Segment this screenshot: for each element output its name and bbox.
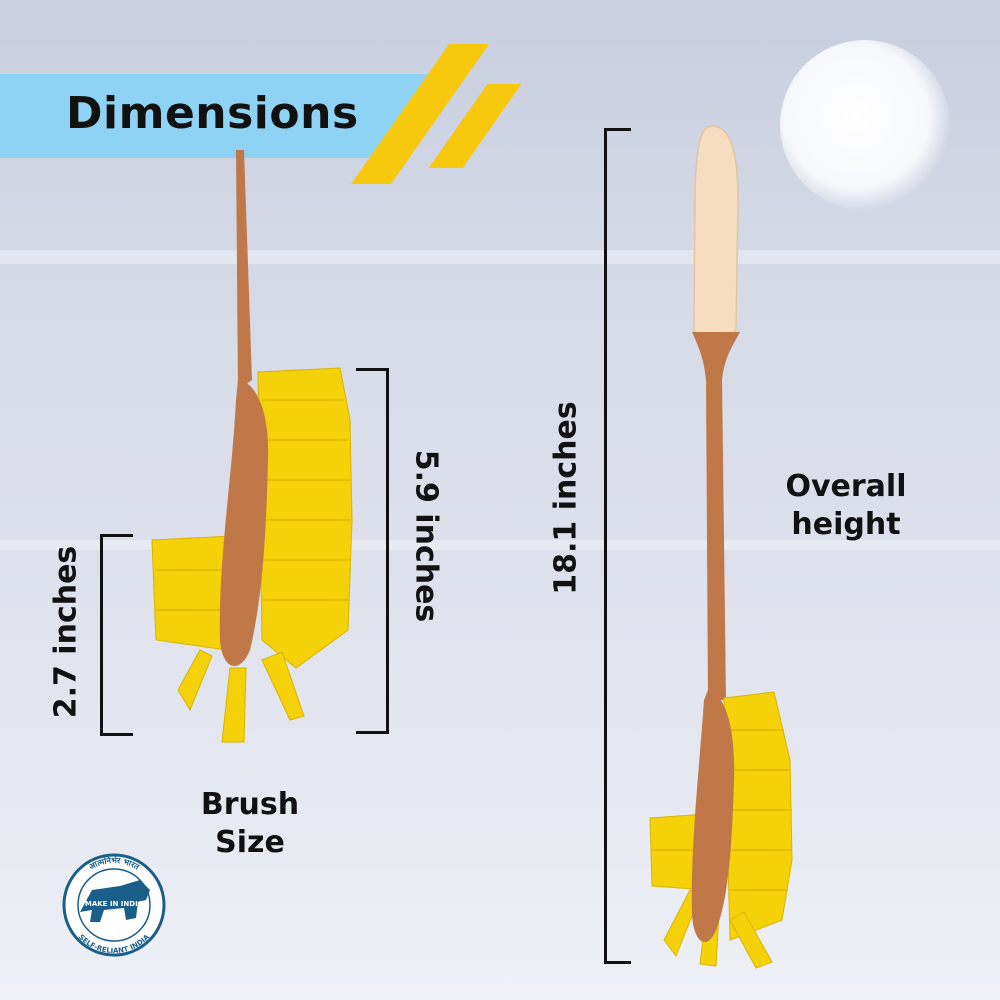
brush-size-line1: Brush	[200, 787, 300, 822]
badge-center-text: MAKE IN INDIA	[85, 900, 144, 908]
background-band	[0, 540, 1000, 550]
title-banner	[0, 74, 440, 158]
bracket-brush-length	[356, 368, 389, 734]
right-brush-bristles	[649, 691, 793, 969]
brush-size-line2: Size	[215, 824, 285, 860]
overall-line2: height	[791, 506, 901, 542]
right-brush-stick	[706, 378, 726, 700]
overall-height-label: Overall height	[766, 468, 926, 543]
right-brush-handle	[691, 690, 735, 942]
overall-line1: Overall	[785, 469, 907, 504]
light-glow	[780, 40, 950, 210]
badge-inner-ring	[77, 868, 151, 942]
left-brush-bristles	[151, 367, 353, 743]
brush-size-label: Brush Size	[170, 786, 330, 861]
right-brush-collar	[692, 332, 740, 380]
left-brush-handle	[219, 380, 269, 667]
left-brush-stick	[236, 150, 252, 390]
page-title: Dimensions	[66, 88, 359, 139]
background-band	[0, 250, 1000, 264]
lion-icon	[80, 880, 150, 922]
bracket-overall	[604, 128, 631, 964]
bracket-brush-width	[100, 534, 133, 736]
